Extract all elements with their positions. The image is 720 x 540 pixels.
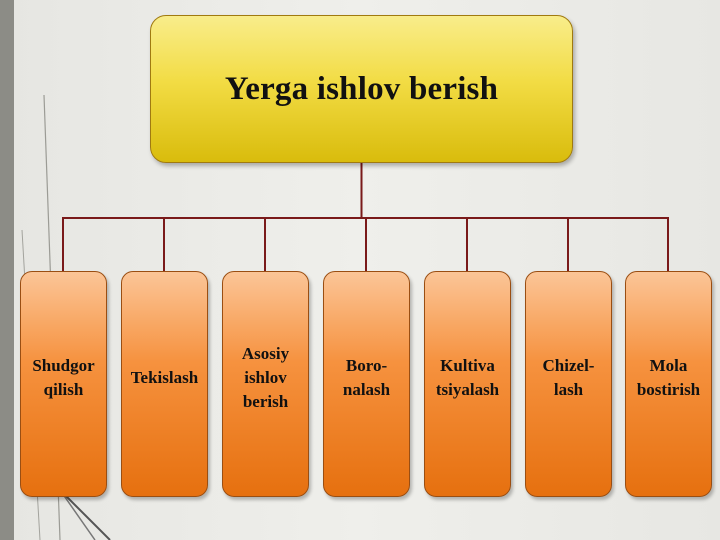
child-node-asosiy-ishlov-berish: Asosiy ishlov berish [222, 271, 309, 497]
child-node-chizellash: Chizel- lash [525, 271, 612, 497]
child-node-label: Chizel- lash [542, 356, 595, 399]
root-node-title: Yerga ishlov berish [224, 70, 499, 107]
child-node-shudgor-qilish: Shudgor qilish [20, 271, 107, 497]
child-node-mola-bostirish: Mola bostirish [625, 271, 712, 497]
child-node-kultivatsiyalash: Kultiva tsiyalash [424, 271, 511, 497]
child-node-label: Shudgor qilish [32, 356, 95, 399]
child-node-label: Kultiva tsiyalash [435, 356, 500, 399]
child-node-label: Asosiy ishlov berish [241, 344, 290, 411]
child-node-boronalash: Boro- nalash [323, 271, 410, 497]
child-node-label: Tekislash [130, 368, 199, 387]
root-node: Yerga ishlov berish [150, 15, 573, 163]
left-edge-strip [0, 0, 14, 540]
child-node-tekislash: Tekislash [121, 271, 208, 497]
child-node-label: Mola bostirish [636, 356, 701, 399]
decorative-line [59, 489, 96, 540]
child-node-label: Boro- nalash [342, 356, 391, 399]
